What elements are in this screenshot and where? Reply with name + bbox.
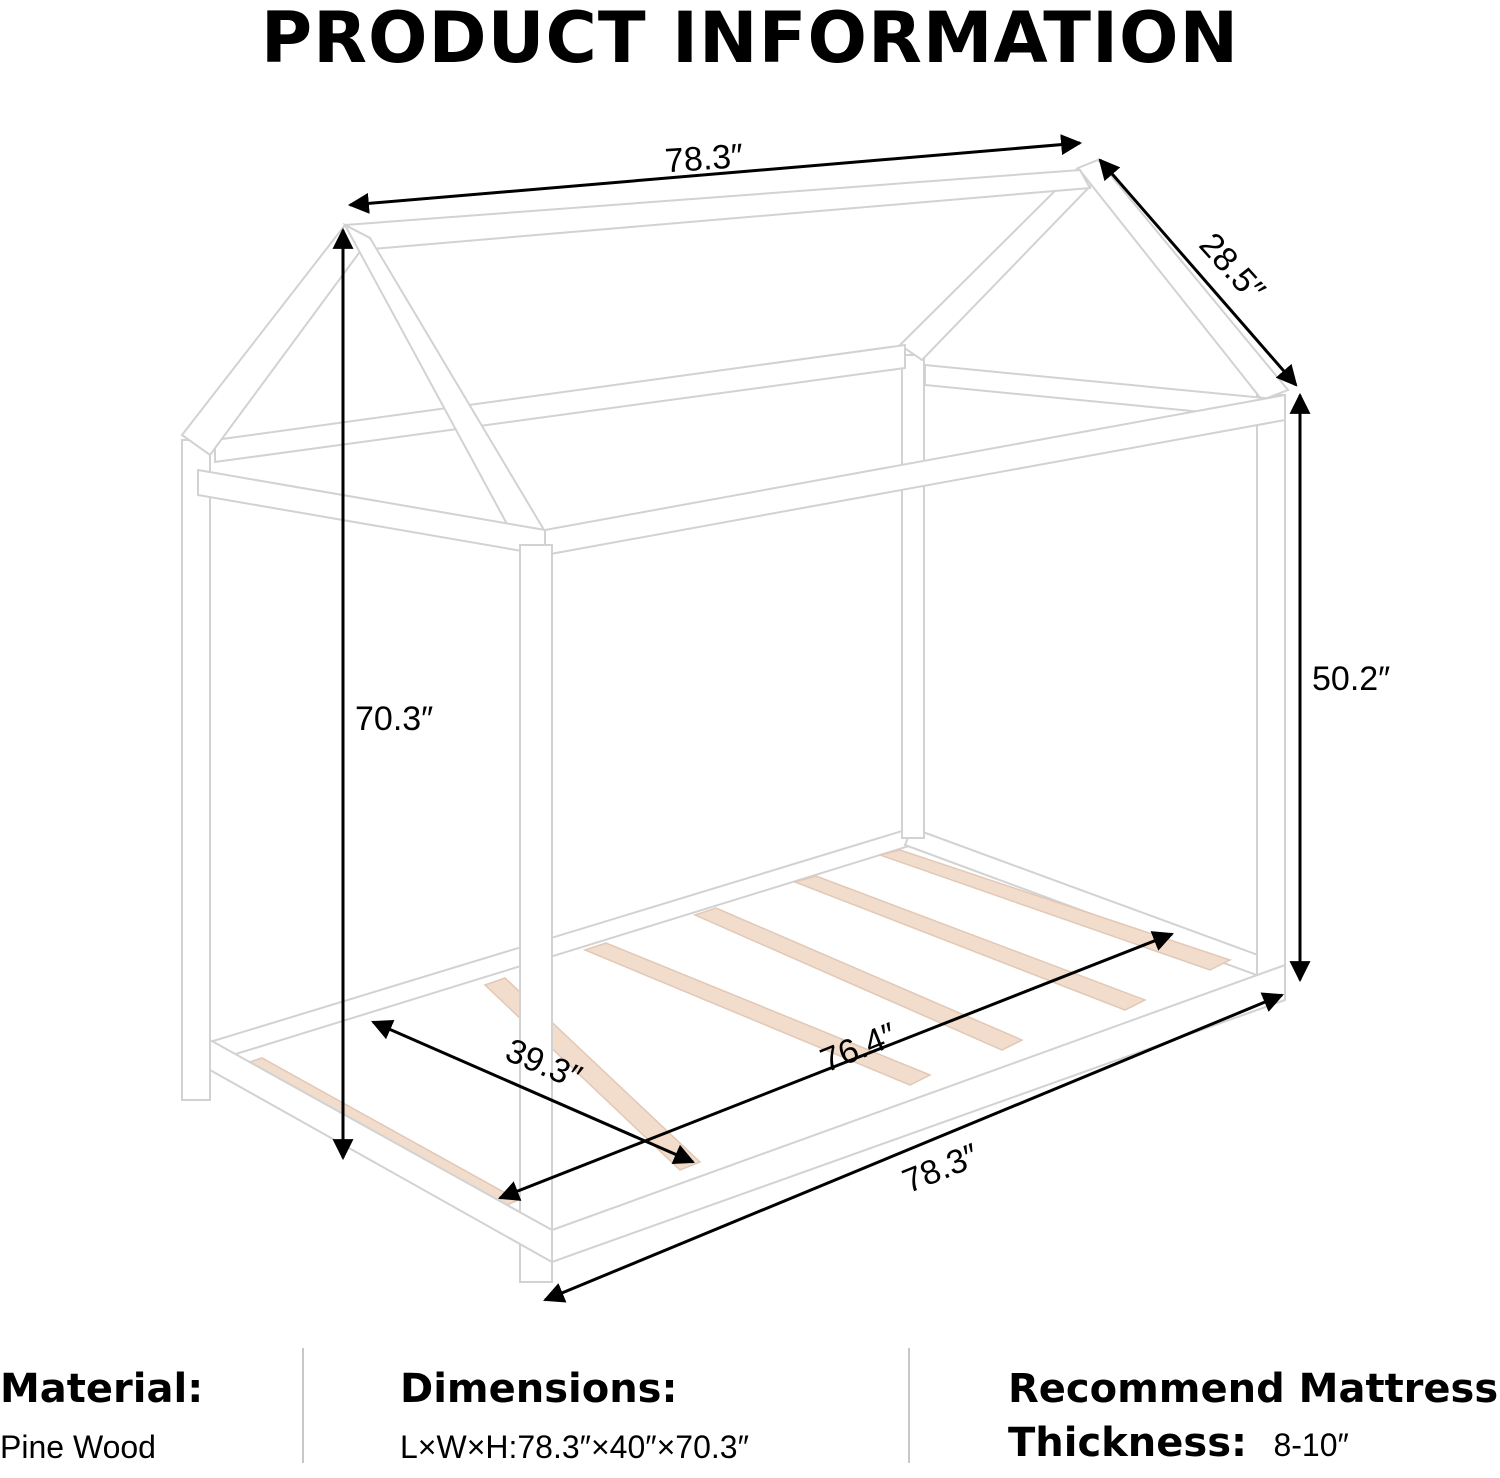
- front-gable-right: [342, 222, 552, 550]
- mattress-value: 8-10″: [1273, 1427, 1349, 1463]
- material-value: Pine Wood: [0, 1429, 156, 1465]
- back-post-left: [901, 354, 925, 839]
- dim-label-top-length: 78.3″: [664, 137, 745, 180]
- dimensions-value: L×W×H:78.3″×40″×70.3″: [400, 1429, 749, 1465]
- material-info: Material: Pine Wood: [0, 1365, 203, 1467]
- dimensions-info: Dimensions: L×W×H:78.3″×40″×70.3″: [400, 1365, 749, 1467]
- divider-right: [908, 1348, 910, 1463]
- dimension-labels: 78.3″ 28.5″ 70.3″ 50.2″ 76.4″ 39.3″ 78.3…: [355, 137, 1390, 1201]
- dim-label-side-height: 50.2″: [1312, 660, 1390, 698]
- front-post-left: [181, 439, 211, 1101]
- dim-label-total-height: 70.3″: [355, 700, 433, 738]
- divider-left: [302, 1348, 304, 1463]
- near-base-rail-left: [209, 1038, 553, 1264]
- dimension-lines: [332, 134, 1311, 1303]
- page-title: PRODUCT INFORMATION: [260, 0, 1240, 79]
- slat: [483, 977, 702, 1171]
- front-post-near: [519, 544, 553, 1283]
- material-heading: Material:: [0, 1366, 204, 1412]
- dim-label-bottom-length: 78.3″: [897, 1136, 984, 1201]
- top-side-rail-far: [214, 343, 906, 464]
- dim-line-top-length: [347, 134, 1083, 214]
- dim-line-bottom-length: [543, 992, 1284, 1303]
- dim-line-depth: [1098, 158, 1298, 387]
- mattress-heading-line2: Thickness:: [1008, 1420, 1248, 1466]
- mattress-info: Recommend Mattress Thickness: 8-10″: [1008, 1365, 1498, 1467]
- dimensions-heading: Dimensions:: [400, 1366, 678, 1412]
- slat: [877, 849, 1232, 971]
- mattress-heading-line1: Recommend Mattress: [1008, 1366, 1499, 1412]
- ridge-beam: [343, 168, 1092, 252]
- bed-frame: [180, 158, 1290, 1283]
- back-post-right: [1256, 394, 1286, 976]
- slat: [582, 942, 932, 1086]
- bed-frame-diagram: 78.3″ 28.5″ 70.3″ 50.2″ 76.4″ 39.3″ 78.3…: [180, 134, 1390, 1303]
